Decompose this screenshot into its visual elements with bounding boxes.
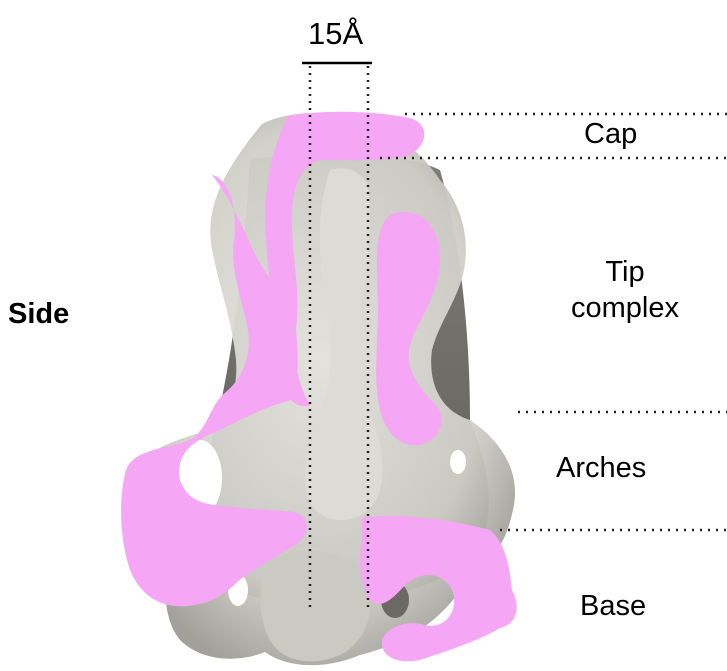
density-hole bbox=[450, 450, 466, 474]
region-label-cap: Cap bbox=[584, 118, 637, 151]
view-label: Side bbox=[8, 298, 69, 331]
region-label-base: Base bbox=[580, 590, 646, 623]
density-base-lobe bbox=[260, 551, 370, 662]
region-label-arches: Arches bbox=[556, 452, 646, 485]
tip-label-line1: Tip bbox=[555, 254, 695, 290]
region-label-tip-complex: Tip complex bbox=[555, 254, 695, 326]
tip-label-line2: complex bbox=[555, 290, 695, 326]
scale-bar-label: 15Å bbox=[308, 16, 363, 52]
